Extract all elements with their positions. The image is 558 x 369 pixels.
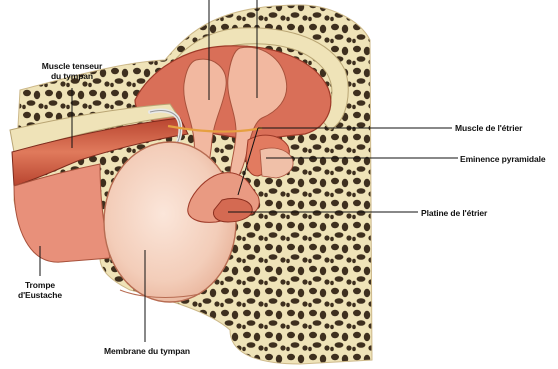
label-pyramidal-eminence: Eminence pyramidale bbox=[460, 154, 546, 164]
label-tensor-tympani-2: du tympan bbox=[51, 71, 93, 81]
label-tympanic-membrane: Membrane du tympan bbox=[104, 346, 190, 356]
label-stapedius-muscle: Muscle de l'étrier bbox=[455, 123, 523, 133]
label-eustachian-tube-2: d'Eustache bbox=[18, 290, 62, 300]
label-tensor-tympani-1: Muscle tenseur bbox=[42, 61, 103, 71]
label-stapes-footplate: Platine de l'étrier bbox=[421, 208, 488, 218]
label-eustachian-tube-1: Trompe bbox=[25, 280, 55, 290]
